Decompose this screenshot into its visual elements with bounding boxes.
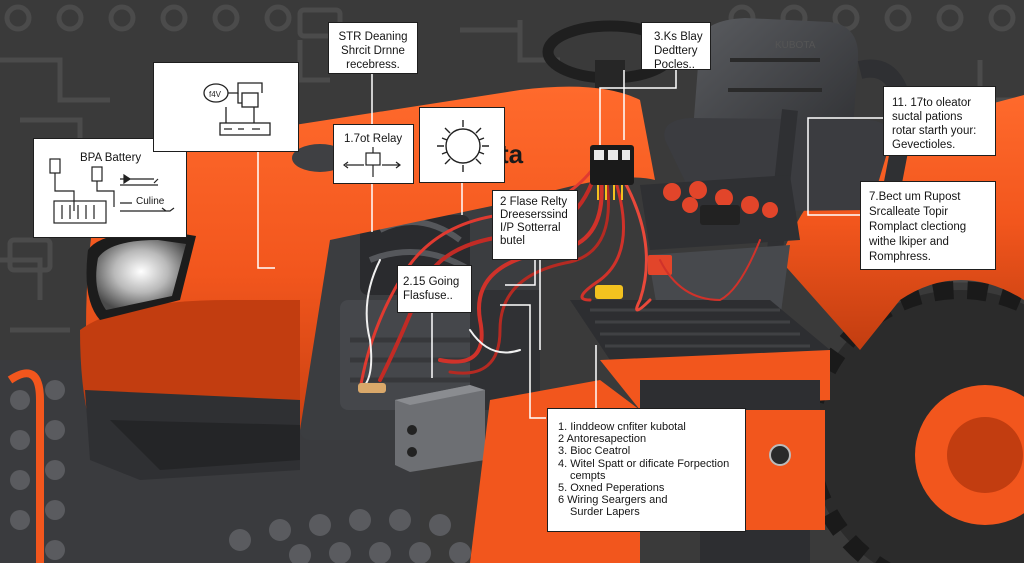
callout-ignition: 11. 17to oleator suctal pations rotar st… xyxy=(883,86,996,156)
seat-brand-text: KUBOTA xyxy=(775,40,816,51)
callout-routing-line-1: 7.Bect um Rupost xyxy=(869,191,961,203)
hood-brand-text: ta xyxy=(500,139,524,169)
battery-schematic-icon xyxy=(49,158,175,224)
callout-checklist: 1. Iinddeow cnfiter kubotal 2 Antoresape… xyxy=(547,408,746,532)
checklist-item-1: 1. Iinddeow cnfiter kubotal xyxy=(558,421,686,433)
callout-routing-line-5: Romphress. xyxy=(869,251,931,263)
callout-ignition-line-4: Gevectioles. xyxy=(892,139,956,151)
step-bracket xyxy=(745,410,825,530)
callout-relay-label: 1.7ot Relay xyxy=(344,133,403,145)
tractor-hood xyxy=(80,86,655,480)
checklist-item-2: 2 Antoresapection xyxy=(558,433,647,446)
foot-step xyxy=(570,300,830,410)
callout-panel: 3.Ks Blay Dedttery Pocles.. xyxy=(641,22,711,71)
headlight xyxy=(86,230,196,320)
callout-fuse-relay-line-2: Dreeserssind xyxy=(500,209,568,221)
callout-panel-line-1: 3.Ks Blay xyxy=(654,31,703,43)
checklist-item-3: 3. Bioc Ceatrol xyxy=(558,445,631,458)
callout-battery-label: BPA Battery xyxy=(80,152,142,164)
gear-schematic-icon xyxy=(437,120,489,172)
callout-ignition-line-1: 11. 17to oleator xyxy=(892,97,972,109)
callout-starter: STR Deaning Shrcit Drnne recebress. xyxy=(328,22,418,74)
checklist-item-6-cont: Surder Lapers xyxy=(570,506,640,519)
callout-battery-sublabel: Culine xyxy=(136,196,165,207)
checklist-item-4-cont: cempts xyxy=(570,469,606,482)
callout-relay: 1.7ot Relay xyxy=(333,124,414,184)
callout-fusebox-line-2: Flasfuse.. xyxy=(403,290,453,302)
checklist-item-4: 4. Witel Spatt or dificate Forpection xyxy=(558,457,730,470)
relay-box xyxy=(395,385,485,472)
rear-wheel xyxy=(801,281,1024,563)
relay-coil-icon xyxy=(343,147,401,177)
fuel-cap xyxy=(769,444,791,466)
callout-fuse-relay: 2 Flase Relty Dreeserssind I/P Sotterral… xyxy=(492,190,578,260)
callout-battery: BPA Battery Culine xyxy=(33,138,187,238)
callout-fuse-relay-line-1: 2 Flase Relty xyxy=(500,196,568,208)
lower-panel xyxy=(700,530,810,563)
callout-gear xyxy=(419,107,505,183)
fuse-block xyxy=(590,145,634,200)
callout-starter-line-1: STR Deaning xyxy=(338,31,408,43)
callout-fuse-relay-line-4: butel xyxy=(500,235,525,247)
svg-text:f4V: f4V xyxy=(209,90,222,99)
callout-starter-line-3: recebress. xyxy=(346,59,400,71)
checklist-item-5: 5. Oxned Peperations xyxy=(558,482,665,495)
callout-starter-line-2: Shrcit Drnne xyxy=(341,45,405,57)
callout-leader-lines xyxy=(257,70,883,419)
wiring-harness xyxy=(358,168,761,393)
callout-ignition-line-3: rotar starth your: xyxy=(892,125,977,137)
callout-routing: 7.Bect um Rupost Srcalleate Topir Rompla… xyxy=(860,181,996,270)
callout-routing-line-2: Srcalleate Topir xyxy=(869,206,949,218)
callout-routing-line-3: Romplact clectiong xyxy=(869,221,967,233)
callout-panel-line-2: Dedttery xyxy=(654,45,698,57)
callout-fuse-relay-line-3: I/P Sotterral xyxy=(500,222,561,234)
relay-schematic-icon: f4V xyxy=(203,82,271,136)
callout-fusebox-line-1: 2.15 Going xyxy=(403,276,460,288)
callout-fusebox: 2.15 Going Flasfuse.. xyxy=(397,265,472,313)
checklist-item-6: 6 Wiring Seargers and xyxy=(558,494,668,507)
callout-routing-line-4: withe lkiper and xyxy=(869,236,949,248)
callout-ignition-line-2: suctal pations xyxy=(892,111,963,123)
callout-panel-line-3: Pocles.. xyxy=(654,59,695,71)
callout-relay-schematic: f4V xyxy=(153,62,299,152)
